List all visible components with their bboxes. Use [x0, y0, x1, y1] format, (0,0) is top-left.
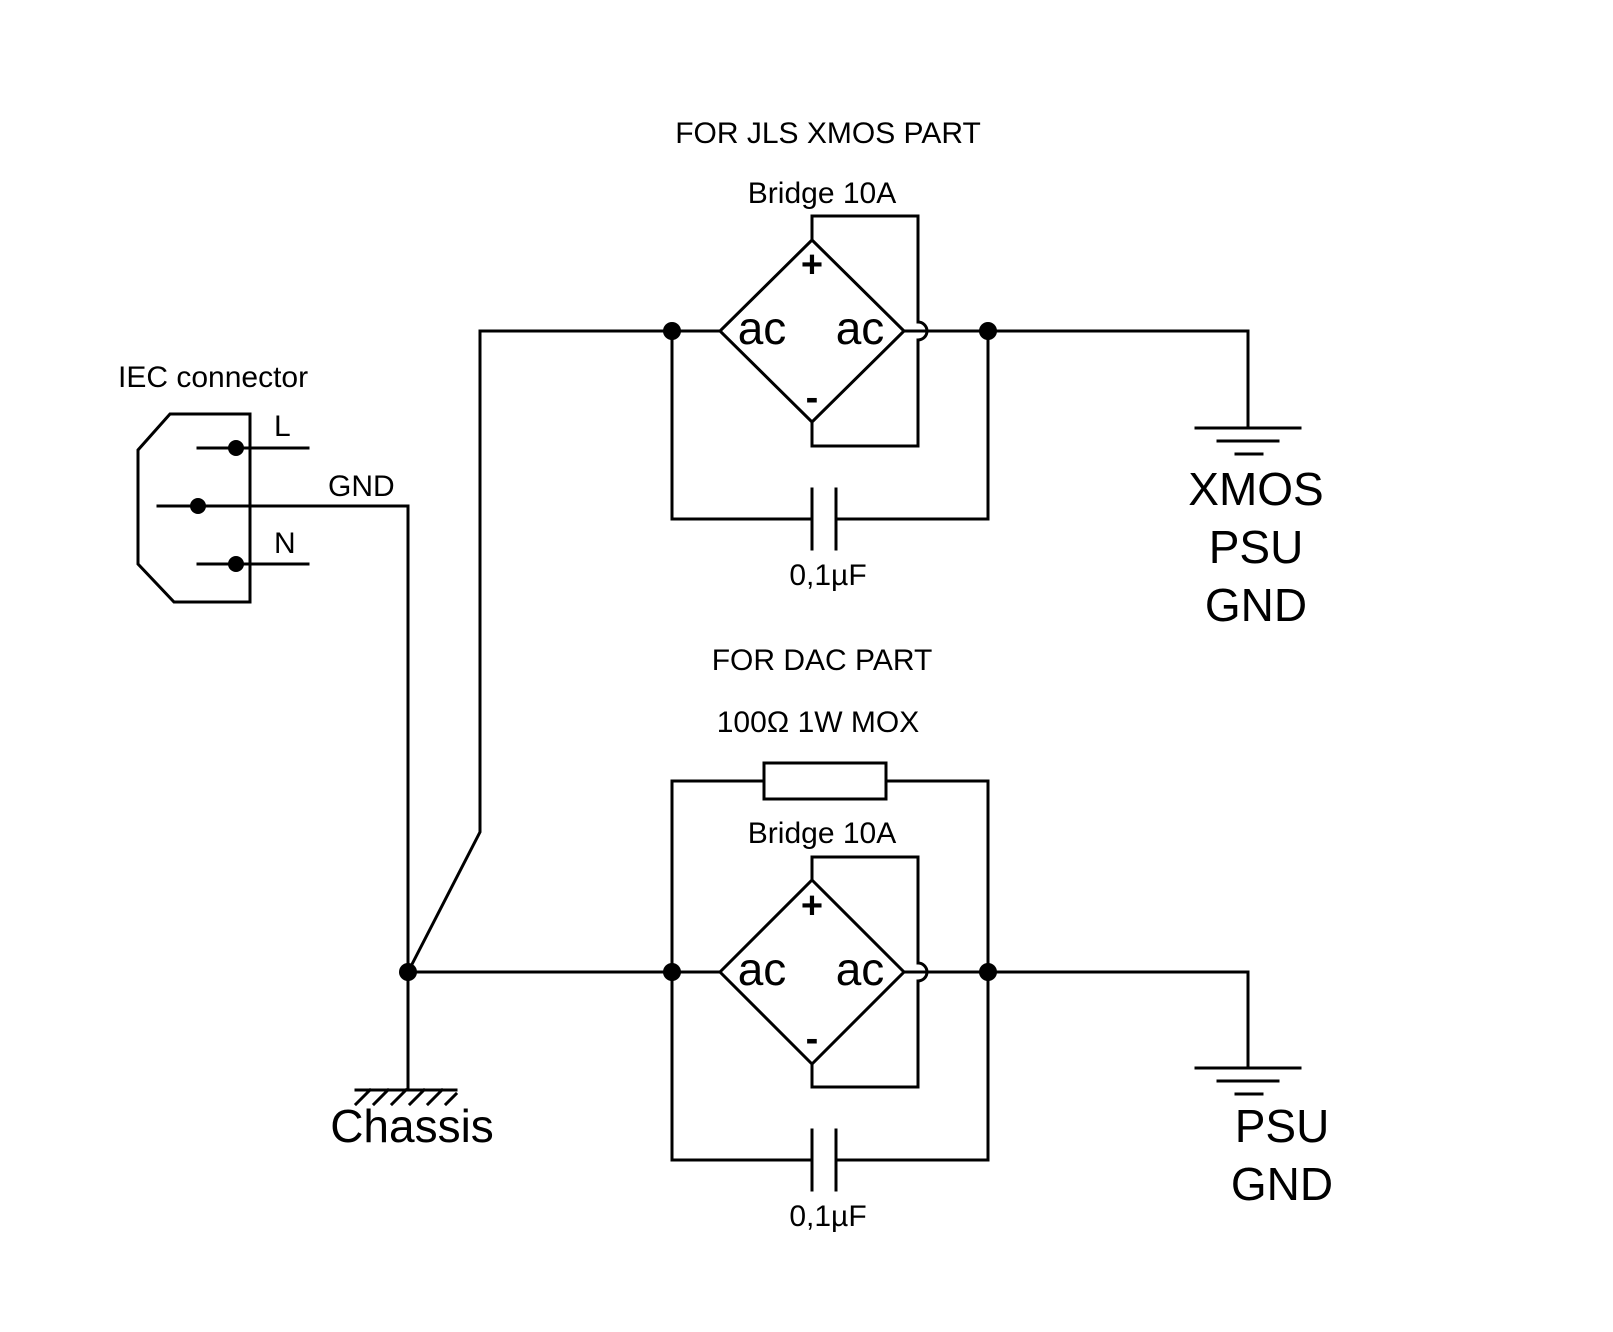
dac-bridge-short-top — [810, 855, 920, 965]
xmos-cap-right-wire — [834, 329, 990, 521]
iec-pin-l-label: L — [274, 410, 291, 443]
iec-pin-l-dot — [228, 440, 244, 456]
iec-connector-label: IEC connector — [118, 361, 308, 394]
dac-resistor-right-wire — [884, 779, 990, 974]
xmos-bridge-plus: + — [801, 244, 823, 286]
dac-cap-label: 0,1µF — [789, 1200, 866, 1233]
dac-section-title: FOR DAC PART — [712, 644, 933, 677]
dac-cap-left-wire — [670, 970, 814, 1162]
iec-pin-gnd-dot — [190, 498, 206, 514]
dac-bridge-ac-left: ac — [738, 943, 787, 995]
chassis-label: Chassis — [330, 1100, 494, 1152]
dac-resistor-label: 100Ω 1W MOX — [717, 706, 920, 739]
dac-cap-right-wire — [834, 970, 990, 1162]
iec-pin-n-label: N — [274, 527, 296, 560]
dac-ground-label-line2: GND — [1231, 1158, 1333, 1210]
chassis-ground-hatch — [353, 1087, 459, 1107]
dac-bridge-minus: - — [806, 1018, 819, 1060]
xmos-bridge-short-top — [810, 214, 920, 324]
xmos-bridge-label: Bridge 10A — [748, 177, 896, 210]
dac-resistor-left-wire — [670, 779, 766, 974]
xmos-ground-label-line1: XMOS — [1188, 463, 1323, 515]
xmos-ground-label-line2: PSU — [1209, 521, 1304, 573]
dac-bridge-ac-right: ac — [836, 943, 885, 995]
dac-bridge-short-bottom — [810, 979, 920, 1089]
chassis-to-xmos-wire — [405, 329, 674, 975]
xmos-bridge-short-bottom — [810, 338, 920, 448]
dac-resistor — [762, 761, 888, 801]
xmos-cap-left-wire — [670, 329, 814, 521]
iec-pin-gnd-label: GND — [328, 470, 395, 503]
xmos-ground-label-line3: GND — [1205, 579, 1307, 631]
dac-section: FOR DAC PART 100Ω 1W MOX Bridge 10A + - … — [663, 644, 1333, 1233]
xmos-cap-label: 0,1µF — [789, 559, 866, 592]
xmos-section: FOR JLS XMOS PART Bridge 10A + - ac ac 0… — [663, 117, 1324, 631]
xmos-bridge-ac-left: ac — [738, 302, 787, 354]
chassis-node-dot — [399, 963, 417, 981]
dac-ground-label-line1: PSU — [1235, 1100, 1330, 1152]
dac-bridge-label: Bridge 10A — [748, 817, 896, 850]
xmos-section-title: FOR JLS XMOS PART — [675, 117, 981, 150]
dac-bridge-plus: + — [801, 885, 823, 927]
xmos-bridge-minus: - — [806, 377, 819, 419]
xmos-bridge-ac-right: ac — [836, 302, 885, 354]
iec-connector: IEC connector L GND N — [118, 361, 410, 604]
iec-connector-body — [136, 412, 252, 604]
chassis-network: Chassis — [330, 329, 674, 1152]
iec-pin-n-dot — [228, 556, 244, 572]
